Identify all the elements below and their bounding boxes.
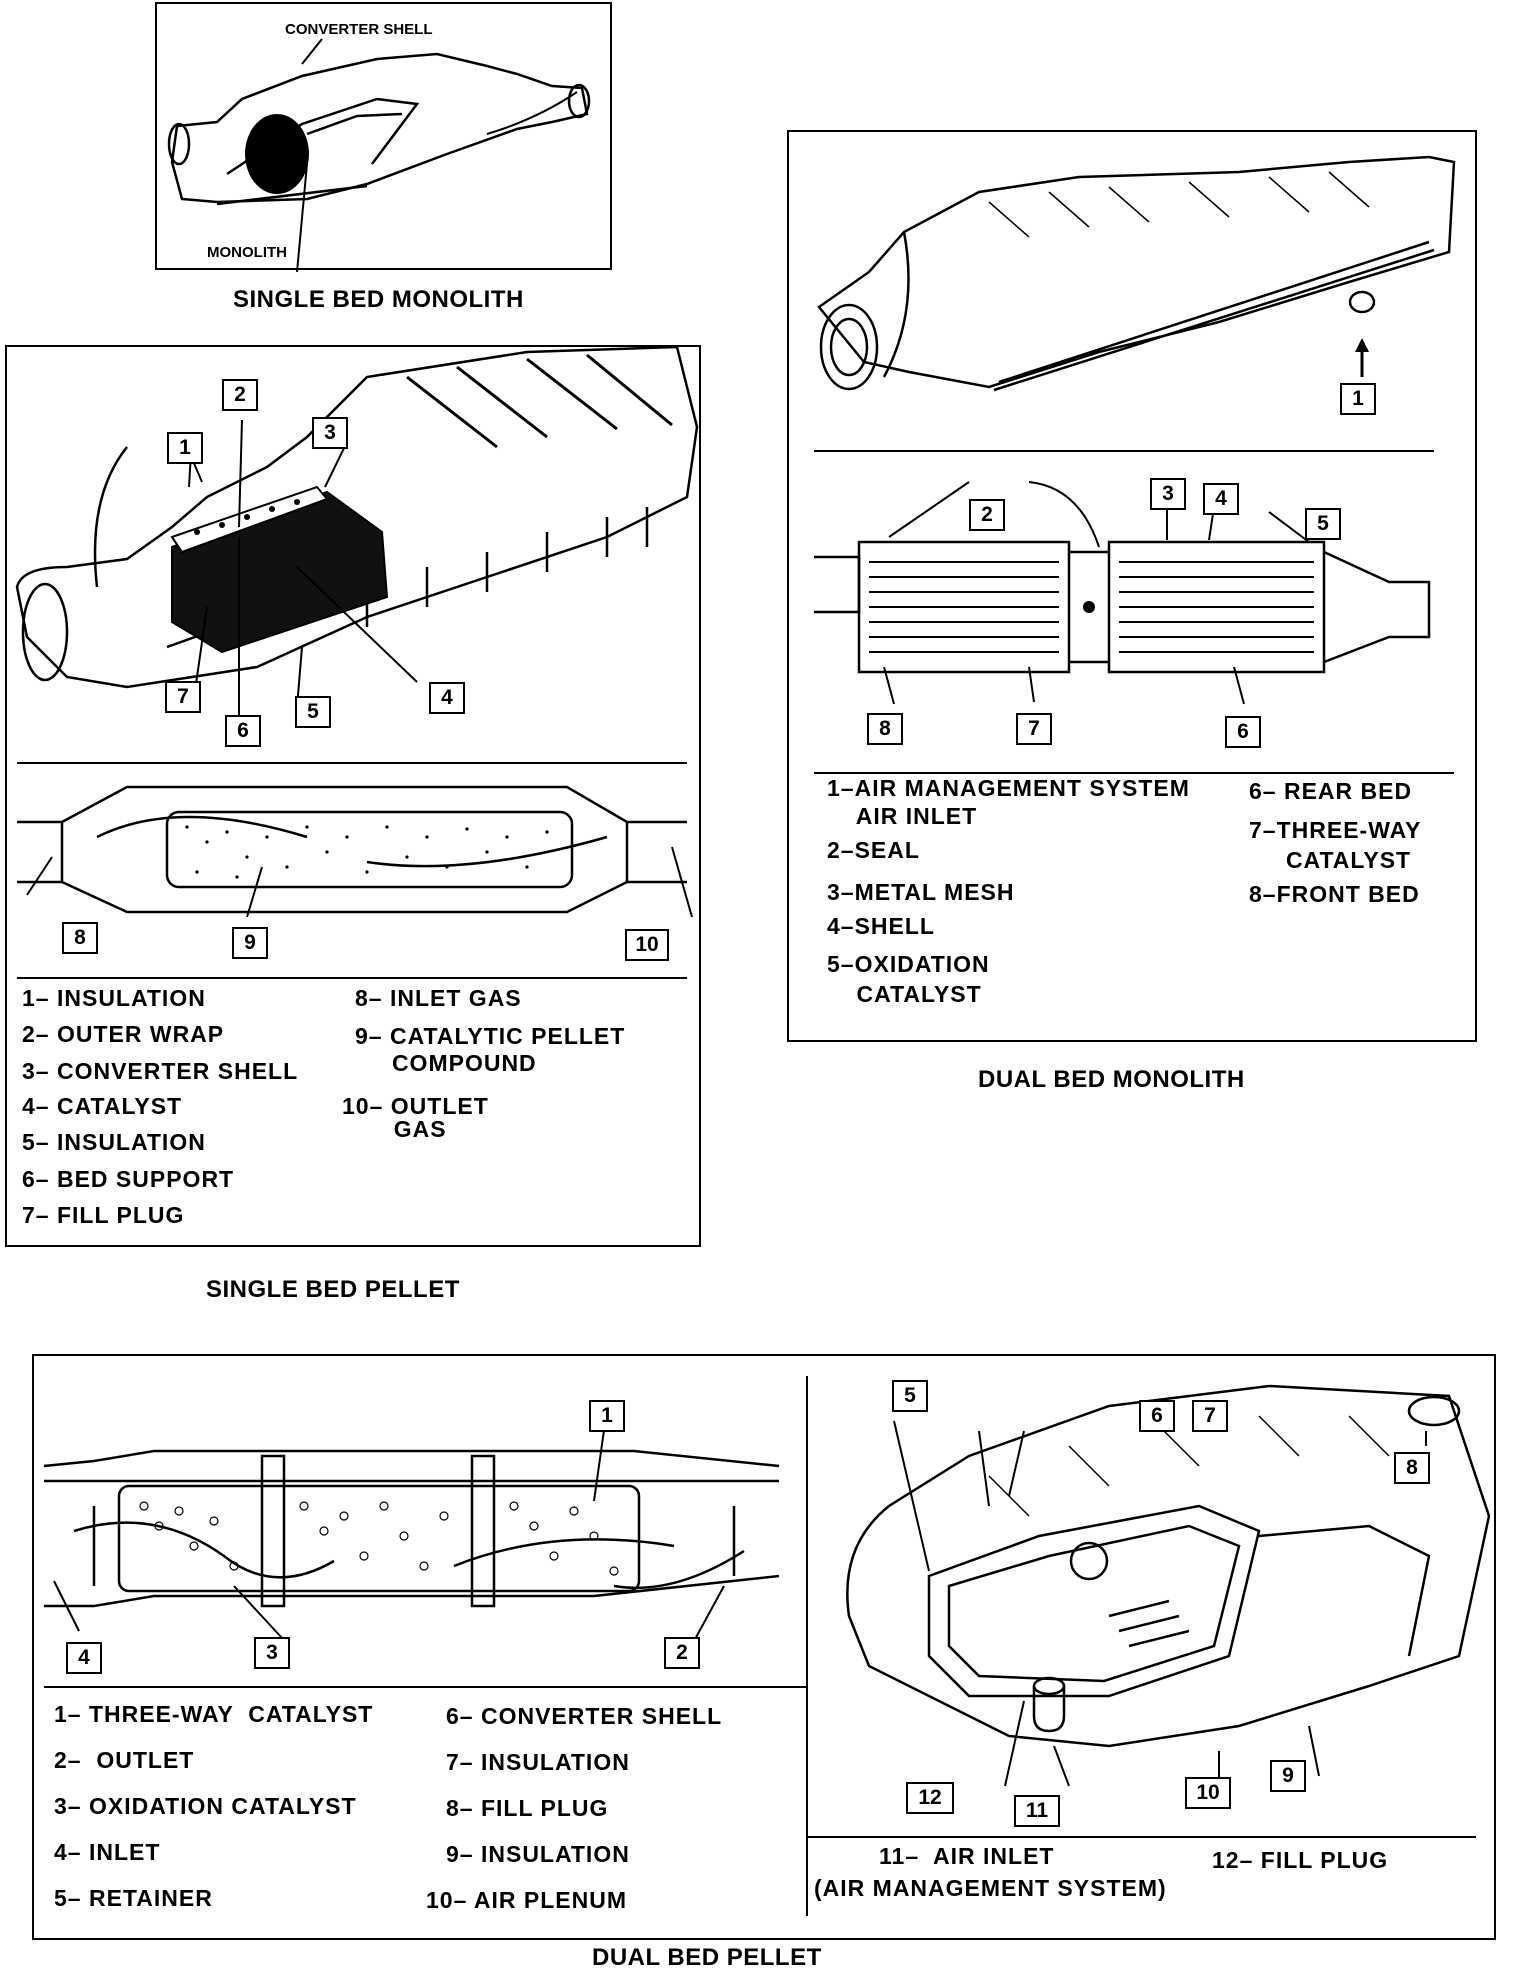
sbp-legend-item-7: 7– FILL PLUG (22, 1202, 185, 1228)
sbp-callout-6: 6 (225, 715, 261, 747)
sbp-legend-item-6: 6– BED SUPPORT (22, 1166, 235, 1192)
converter-shell-label: CONVERTER SHELL (285, 21, 433, 38)
dbm-callout-2: 2 (969, 499, 1005, 531)
sbp-callout-1: 1 (167, 432, 203, 464)
dbm-legend-item-7b: CATALYST (1249, 847, 1412, 873)
sbp-callout-3: 3 (312, 417, 348, 449)
single-bed-pellet-panel: 2 1 3 7 6 5 4 8 9 10 1– INSULATION 2 (5, 345, 701, 1247)
dbp-legend-item-7: 7– INSULATION (446, 1749, 630, 1775)
dbp-right-legend-divider (806, 1836, 1476, 1838)
sbp-legend-item-5: 5– INSULATION (22, 1129, 206, 1155)
dbm-legend-item-6: 6– REAR BED (1249, 778, 1413, 804)
dbm-callout-6: 6 (1225, 716, 1261, 748)
dbp-callout-6: 6 (1139, 1400, 1175, 1432)
dbm-callout-7: 7 (1016, 713, 1052, 745)
dual-bed-pellet-left-illustration (43, 1415, 780, 1642)
dbp-callout-11: 11 (1014, 1795, 1060, 1827)
dbm-callout-1: 1 (1340, 383, 1376, 415)
dbp-callout-8: 8 (1394, 1452, 1430, 1484)
dbp-legend-item-3: 3– OXIDATION CATALYST (54, 1793, 357, 1819)
dbp-callout-12: 12 (906, 1782, 954, 1814)
dbp-legend-item-4: 4– INLET (54, 1839, 161, 1865)
sbp-legend-item-4: 4– CATALYST (22, 1093, 183, 1119)
dual-bed-monolith-caption: DUAL BED MONOLITH (978, 1066, 1245, 1093)
single-bed-pellet-caption: SINGLE BED PELLET (206, 1276, 460, 1303)
dual-bed-pellet-caption: DUAL BED PELLET (592, 1944, 822, 1971)
single-bed-monolith-panel: CONVERTER SHELL MONOLITH (155, 2, 612, 273)
dbp-legend-item-5: 5– RETAINER (54, 1885, 213, 1911)
dbp-callout-1: 1 (589, 1400, 625, 1432)
dbm-divider (814, 450, 1434, 452)
single-bed-pellet-upper-illustration (15, 345, 699, 727)
dbm-legend-item-1: 1–AIR MANAGEMENT SYSTEM (827, 775, 1190, 801)
dbp-legend-item-9: 9– INSULATION (446, 1841, 630, 1867)
sbp-callout-5: 5 (295, 696, 331, 728)
dbp-callout-5: 5 (892, 1380, 928, 1412)
pellet-circles (139, 1501, 619, 1576)
sbp-callout-7: 7 (165, 681, 201, 713)
dbm-legend-divider (814, 772, 1454, 774)
sbp-legend-divider (17, 977, 687, 979)
dbp-left-legend-divider (44, 1686, 806, 1688)
sbp-legend-item-10: 10– OUTLET (342, 1093, 489, 1119)
dbp-vertical-divider (806, 1376, 808, 1916)
sbp-legend-item-1: 1– INSULATION (22, 985, 206, 1011)
dual-bed-pellet-panel: 1 4 3 2 1– THREE-WAY CATALYST 2– OUTLET … (32, 1354, 1496, 1940)
monolith-label: MONOLITH (207, 244, 287, 261)
sbp-legend-item-8: 8– INLET GAS (355, 985, 522, 1011)
dbp-legend-item-11: 11– AIR INLET (879, 1843, 1055, 1869)
dbm-legend-item-8: 8–FRONT BED (1249, 881, 1420, 907)
dbp-legend-item-1: 1– THREE-WAY CATALYST (54, 1701, 374, 1727)
dbp-callout-10: 10 (1185, 1777, 1231, 1809)
dbp-legend-item-10: 10– AIR PLENUM (426, 1887, 628, 1913)
dbm-legend-item-2: 2–SEAL (827, 837, 920, 863)
dbp-callout-7: 7 (1192, 1400, 1228, 1432)
dual-bed-pellet-right-illustration (846, 1384, 1491, 1791)
dbm-legend-item-5: 5–OXIDATION (827, 951, 990, 977)
dbp-callout-2: 2 (664, 1637, 700, 1669)
dbp-callout-4: 4 (66, 1642, 102, 1674)
dual-bed-monolith-panel: 1 2 3 4 5 8 7 6 (787, 130, 1477, 1042)
dbm-legend-item-3: 3–METAL MESH (827, 879, 1015, 905)
dual-bed-monolith-upper-illustration (817, 155, 1456, 392)
dbp-legend-item-6: 6– CONVERTER SHELL (446, 1703, 723, 1729)
dbm-legend-item-5b: CATALYST (827, 981, 982, 1007)
sbp-callout-8: 8 (62, 922, 98, 954)
single-bed-pellet-cutaway-illustration (17, 785, 693, 918)
sbp-legend-item-9b: COMPOUND (355, 1050, 537, 1076)
sbp-legend-item-2: 2– OUTER WRAP (22, 1021, 225, 1047)
sbp-callout-10: 10 (625, 929, 669, 961)
dbp-legend-item-12: 12– FILL PLUG (1212, 1847, 1389, 1873)
dual-bed-monolith-cutaway-illustration (814, 481, 1431, 705)
sbp-callout-2: 2 (222, 379, 258, 411)
dbm-callout-8: 8 (867, 713, 903, 745)
dbm-legend-item-1b: AIR INLET (827, 803, 978, 829)
sbp-divider (17, 762, 687, 764)
dbp-legend-item-8: 8– FILL PLUG (446, 1795, 609, 1821)
dbp-legend-item-2: 2– OUTLET (54, 1747, 195, 1773)
single-bed-monolith-caption: SINGLE BED MONOLITH (233, 286, 524, 313)
dbm-legend-item-7: 7–THREE-WAY (1249, 817, 1422, 843)
dbp-callout-3: 3 (254, 1637, 290, 1669)
dbp-legend-item-11b: (AIR MANAGEMENT SYSTEM) (814, 1875, 1167, 1901)
sbp-legend-item-9: 9– CATALYTIC PELLET (355, 1023, 626, 1049)
sbp-legend-item-10b: GAS (342, 1116, 447, 1142)
dbm-callout-3: 3 (1150, 478, 1186, 510)
dbm-legend-item-4: 4–SHELL (827, 913, 935, 939)
sbp-callout-9: 9 (232, 927, 268, 959)
dbp-callout-9: 9 (1270, 1760, 1306, 1792)
sbp-callout-4: 4 (429, 682, 465, 714)
dbm-callout-4: 4 (1203, 483, 1239, 515)
pellet-dots (185, 825, 549, 879)
single-bed-monolith-illustration (167, 38, 591, 273)
dbm-callout-5: 5 (1305, 508, 1341, 540)
sbp-legend-item-3: 3– CONVERTER SHELL (22, 1058, 299, 1084)
